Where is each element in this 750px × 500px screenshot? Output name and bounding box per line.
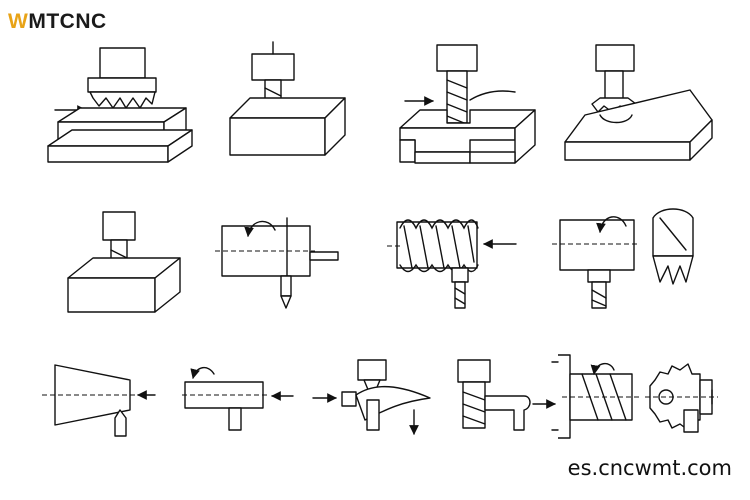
face-milling-illustration <box>47 47 193 163</box>
website-url: es.cncwmt.com <box>567 456 732 480</box>
drilling-head-illustration <box>215 217 339 309</box>
gear-hob-illustration <box>645 363 718 433</box>
brand-logo: WMTCNC <box>8 10 107 34</box>
plunge-milling-illustration <box>67 211 181 313</box>
thread-milling-illustration <box>387 219 517 309</box>
gear-milling-fixture-illustration <box>551 354 640 439</box>
shoulder-milling-illustration <box>457 359 556 431</box>
angle-head-illustration <box>552 208 694 309</box>
boring-illustration <box>182 367 294 431</box>
t-slot-milling-illustration <box>564 44 713 161</box>
slot-milling-illustration <box>399 44 536 164</box>
end-milling-illustration <box>229 41 346 156</box>
form-milling-illustration <box>312 359 431 435</box>
logo-accent-letter: W <box>8 10 29 33</box>
taper-turning-illustration <box>42 364 156 437</box>
logo-wordmark: MTCNC <box>28 10 107 33</box>
